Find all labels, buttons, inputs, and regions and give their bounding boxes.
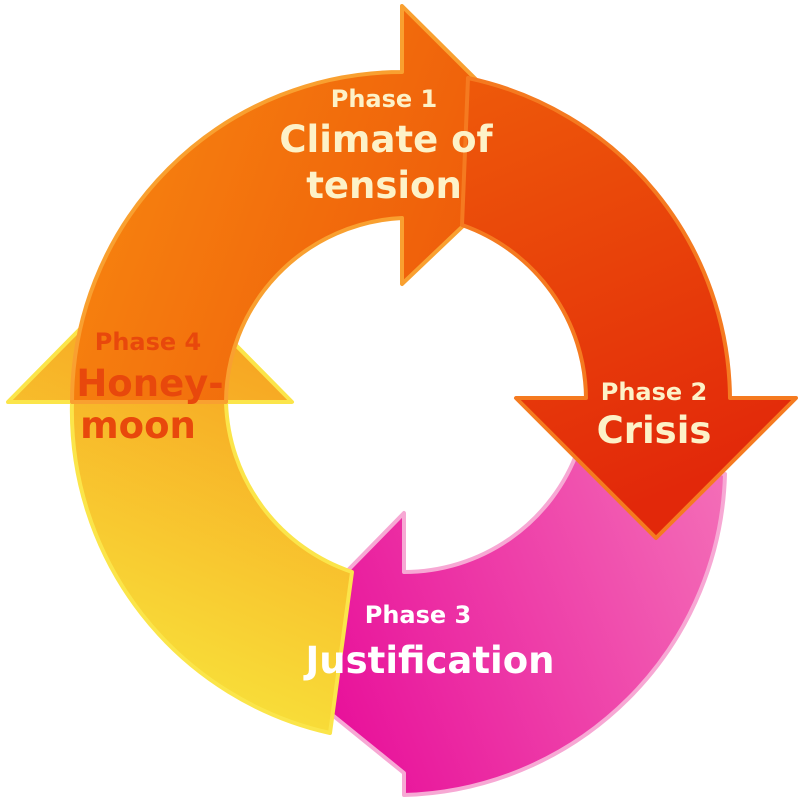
phase1-title-line2: tension: [306, 164, 462, 207]
phase4-title-line2: moon: [80, 404, 196, 447]
phase4-title-line1: Honey-: [76, 362, 223, 405]
phase2-title: Crisis: [597, 409, 712, 452]
phase3-number: Phase 3: [365, 601, 472, 629]
phase1-title-line1: Climate of: [279, 118, 493, 161]
phase3-arrow: [260, 448, 727, 797]
phase2-number: Phase 2: [601, 378, 708, 406]
phase2-arrow: [460, 76, 798, 540]
phase1-arrow: [70, 4, 547, 404]
phase4-number: Phase 4: [95, 328, 202, 356]
phase1-number: Phase 1: [331, 85, 438, 113]
phase3-title: Justification: [303, 639, 555, 682]
